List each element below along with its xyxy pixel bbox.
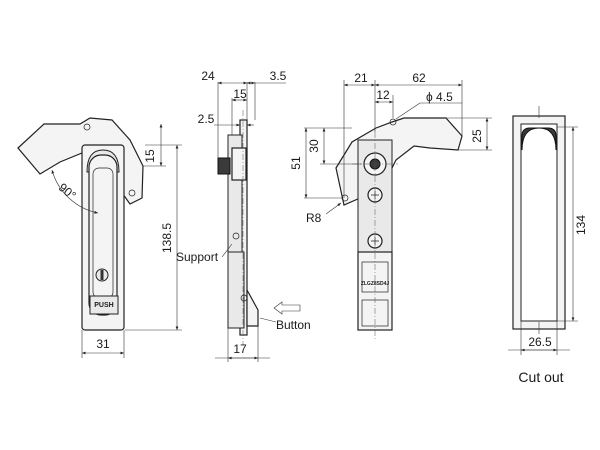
button-leader — [259, 317, 277, 323]
side-button — [246, 289, 259, 327]
button-label: Button — [276, 318, 311, 332]
cutout-dim-134-label: 134 — [574, 215, 588, 235]
angle-label: 90° — [56, 180, 79, 203]
front-width-label: 31 — [96, 337, 110, 351]
rear-lever-hole — [389, 118, 397, 126]
side-view: Support Button 24 3.5 15 2.5 17 — [176, 69, 311, 362]
front-height-label: 138.5 — [160, 223, 174, 253]
push-label: PUSH — [94, 302, 113, 309]
support-leader — [221, 243, 233, 258]
side-support — [227, 251, 245, 329]
side-cam-dark — [217, 157, 231, 175]
rear-dim-51-label: 51 — [289, 156, 303, 170]
front-top-label: 15 — [143, 149, 157, 163]
side-dim-3-5-label: 3.5 — [270, 69, 287, 83]
side-dim-2-5-label: 2.5 — [198, 112, 215, 126]
rear-dim-12-label: 12 — [376, 88, 390, 102]
rear-hole-leader — [395, 102, 421, 120]
handle-rotated-outline — [17, 117, 144, 205]
rotated-end-hole — [128, 189, 136, 197]
front-view: PUSH 90° 31 138.5 15 — [17, 117, 182, 358]
angle-arc — [51, 169, 99, 214]
rear-hole-label: ϕ 4.5 — [426, 90, 453, 104]
rear-radius-label: R8 — [306, 211, 322, 225]
button-arrow — [273, 301, 301, 315]
side-dim-24-label: 24 — [201, 69, 215, 83]
side-dim-15-label: 15 — [233, 87, 247, 101]
rear-dim-21-label: 21 — [354, 71, 368, 85]
rear-dim-25-label: 25 — [470, 129, 484, 143]
cutout-view: 134 26.5 Cut out — [508, 106, 588, 385]
rear-lever — [335, 117, 463, 206]
cutout-top-shade — [521, 127, 557, 151]
rotated-pivot-hole — [83, 123, 91, 131]
rear-dim-30-label: 30 — [307, 139, 321, 153]
front-key-slot — [100, 270, 104, 280]
rear-dim-62-label: 62 — [412, 71, 426, 85]
rear-view: ZLGZ8SD4J 21 62 12 ϕ 4.5 30 51 25 R8 — [289, 71, 492, 340]
cutout-inner — [520, 123, 558, 322]
support-label: Support — [176, 250, 219, 264]
push-button[interactable] — [89, 295, 119, 315]
cutout-dim-26-5-label: 26.5 — [528, 335, 552, 349]
cutout-caption: Cut out — [518, 369, 563, 385]
rear-radius-leader — [325, 202, 342, 215]
side-cam — [231, 147, 247, 181]
side-screw-a — [232, 232, 240, 240]
side-dim-17-label: 17 — [233, 342, 247, 356]
